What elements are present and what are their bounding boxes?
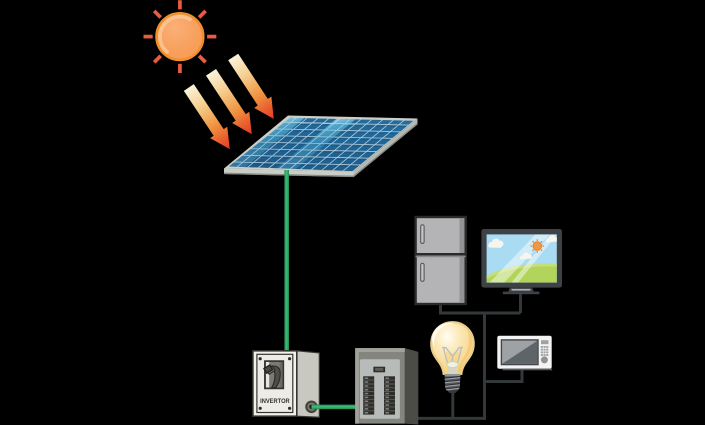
svg-text:INVERTOR: INVERTOR xyxy=(260,398,290,405)
